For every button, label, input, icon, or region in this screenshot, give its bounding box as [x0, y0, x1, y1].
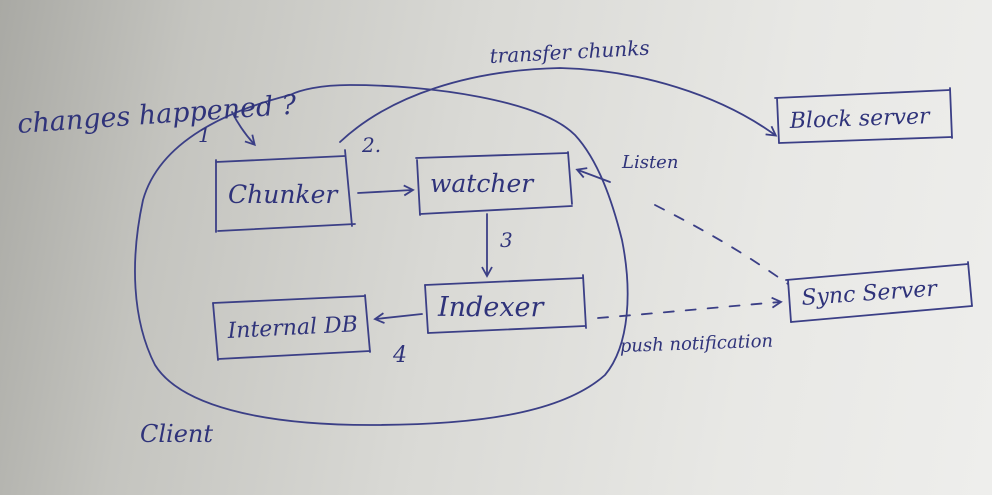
step-1-label: 1 — [198, 123, 211, 147]
sync-server-box — [785, 261, 973, 323]
chunker-label: Chunker — [228, 180, 339, 209]
indexer-label: Indexer — [437, 292, 546, 323]
step-3-label: 3 — [500, 228, 513, 252]
arrow-listen-head — [575, 167, 611, 183]
arrow-chunker-to-watcher — [357, 184, 415, 197]
changes-happened-label: changes happened ? — [16, 90, 297, 140]
sync-server-label: Sync Server — [801, 276, 939, 310]
arrow-listen-dashed — [654, 204, 789, 285]
transfer-chunks-label: transfer chunks — [489, 36, 650, 68]
arrow-push-notification — [597, 296, 783, 319]
internal-db-box — [212, 294, 371, 361]
client-boundary — [134, 84, 629, 426]
watcher-box — [415, 151, 573, 216]
internal-db-label: Internal DB — [226, 312, 358, 344]
indexer-box — [424, 274, 587, 334]
block-server-box — [774, 87, 953, 144]
step-4-label: 4 — [392, 343, 407, 368]
arrow-transfer-chunks — [339, 67, 778, 143]
block-server-label: Block server — [788, 104, 931, 134]
client-label: Client — [140, 420, 213, 448]
arrow-indexer-to-internal-db — [373, 312, 423, 324]
arrow-changes-to-chunker — [231, 111, 256, 147]
watcher-label: watcher — [430, 169, 535, 198]
chunker-box — [215, 149, 356, 233]
push-notification-label: push notification — [619, 331, 773, 357]
step-2-label: 2. — [361, 133, 381, 157]
listen-label: Listen — [621, 152, 678, 173]
